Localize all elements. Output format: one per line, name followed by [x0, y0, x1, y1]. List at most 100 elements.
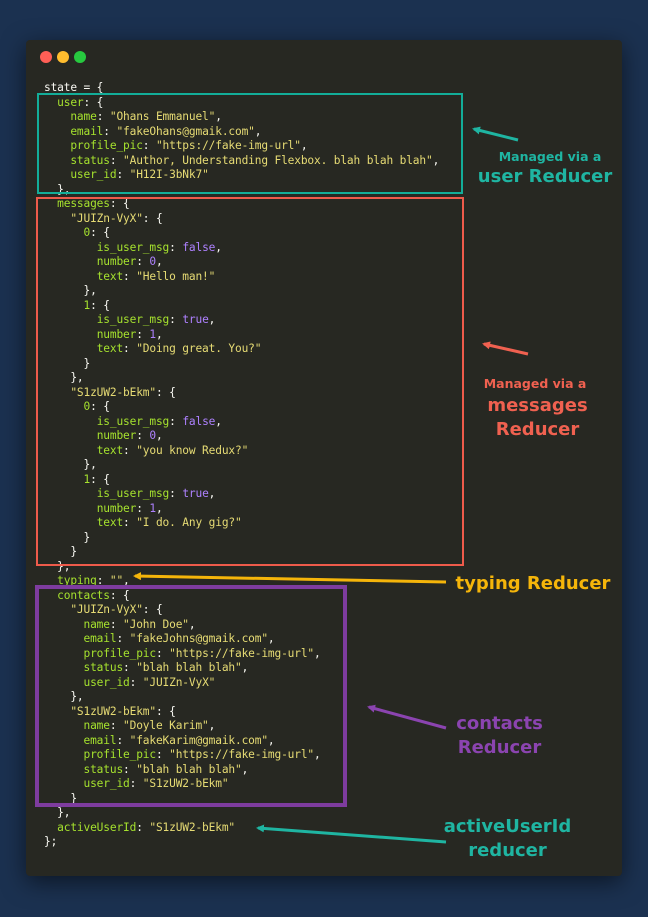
- code-token: user_id: [83, 675, 130, 689]
- code-token: :: [136, 501, 150, 515]
- code-token: : {: [90, 298, 110, 312]
- code-line: },: [44, 371, 439, 386]
- code-token: activeUserId: [57, 820, 137, 834]
- code-token: :: [136, 255, 150, 268]
- code-token: "Hello man!": [136, 269, 216, 283]
- contacts-arrow: [367, 704, 447, 730]
- code-token: ,: [241, 762, 249, 776]
- active-user-arrow: [256, 824, 447, 844]
- code-token: number: [96, 429, 137, 442]
- code-line: },: [44, 806, 439, 821]
- code-line: number: 0,: [44, 429, 439, 444]
- code-line: contacts: {: [44, 589, 439, 604]
- code-token: : {: [155, 385, 176, 399]
- code-token: "blah blah blah": [136, 762, 242, 776]
- code-token: "https://fake-img-url": [169, 748, 315, 761]
- code-token: :: [123, 661, 137, 674]
- code-token: status: [83, 762, 124, 776]
- code-token: email: [70, 124, 104, 138]
- code-token: profile_pic: [70, 139, 143, 152]
- code-token: :: [169, 414, 183, 428]
- code-token: "https://fake-img-url": [155, 139, 301, 152]
- code-token: :: [155, 646, 170, 660]
- code-token: : {: [90, 472, 110, 486]
- code-token: "H12I-3bNk7": [129, 168, 209, 181]
- code-token: ,: [314, 748, 321, 761]
- messages-annotation-title: messages: [487, 395, 588, 416]
- user-arrow: [472, 126, 519, 142]
- code-line: email: "fakeOhans@gmaik.com",: [44, 125, 439, 140]
- code-token: : {: [90, 226, 110, 239]
- code-token: ,: [314, 646, 321, 660]
- code-token: ,: [188, 617, 196, 631]
- code-token: user_id: [83, 777, 130, 790]
- code-line: number: 0,: [44, 255, 439, 270]
- code-token: is_user_msg: [96, 414, 170, 428]
- code-token: }: [44, 530, 91, 544]
- code-line: }: [44, 357, 439, 372]
- code-token: : {: [109, 197, 130, 210]
- code-line: profile_pic: "https://fake-img-url",: [44, 748, 439, 763]
- code-token: false: [182, 240, 216, 254]
- code-token: ,: [215, 240, 222, 254]
- code-line: status: "blah blah blah",: [44, 661, 439, 676]
- code-line: }: [44, 792, 439, 807]
- code-token: ,: [267, 733, 275, 747]
- code-token: "John Doe": [123, 617, 189, 631]
- code-token: user: [57, 95, 84, 109]
- code-line: 1: {: [44, 299, 439, 314]
- code-token: "S1zUW2-bEkm": [149, 820, 235, 834]
- code-token: "S1zUW2-bEkm": [70, 704, 156, 718]
- code-line: text: "I do. Any gig?": [44, 516, 439, 531]
- code-token: : {: [142, 603, 163, 616]
- messages-annotation-title-2: Reducer: [495, 419, 580, 440]
- code-line: status: "blah blah blah",: [44, 763, 439, 778]
- user-annotation-subtitle: Managed via a: [498, 149, 602, 164]
- code-token: "Doing great. You?": [136, 342, 262, 355]
- code-token: :: [129, 777, 143, 790]
- code-line: profile_pic: "https://fake-img-url",: [44, 139, 439, 154]
- messages-annotation-subtitle: Managed via a: [483, 376, 587, 391]
- code-line: state = {: [44, 81, 439, 96]
- code-line: is_user_msg: true,: [44, 487, 439, 502]
- code-token: email: [83, 632, 117, 645]
- window-minimize-button[interactable]: [57, 51, 69, 63]
- contacts-annotation-title: contacts: [456, 713, 543, 734]
- code-token: status: [83, 661, 124, 674]
- typing-arrow: [133, 572, 447, 584]
- code-token: email: [83, 733, 117, 747]
- window-maximize-button[interactable]: [74, 51, 86, 63]
- code-token: :: [155, 748, 170, 761]
- code-line: is_user_msg: false,: [44, 241, 439, 256]
- code-token: name: [70, 110, 97, 123]
- code-token: ,: [254, 124, 262, 138]
- code-token: ,: [155, 327, 163, 341]
- code-line: name: "John Doe",: [44, 618, 439, 633]
- code-token: :: [109, 153, 124, 167]
- code-token: 0: [83, 226, 91, 239]
- code-line: typing: "",: [44, 574, 439, 589]
- code-token: ,: [241, 661, 249, 674]
- window-close-button[interactable]: [40, 51, 52, 63]
- code-token: typing: [57, 574, 97, 587]
- code-token: state = {: [44, 81, 104, 94]
- code-line: 0: {: [44, 226, 439, 241]
- code-token: :: [136, 820, 150, 834]
- code-token: profile_pic: [83, 748, 157, 761]
- code-line: }: [44, 545, 439, 560]
- code-line: },: [44, 690, 439, 705]
- code-token: "fakeKarim@gmaik.com": [129, 733, 268, 747]
- contacts-annotation-title-2: Reducer: [457, 737, 542, 758]
- code-token: "Doyle Karim": [123, 719, 209, 732]
- code-token: };: [44, 835, 58, 848]
- code-line: 0: {: [44, 400, 439, 415]
- code-line: is_user_msg: false,: [44, 415, 439, 430]
- code-token: 0: [149, 429, 156, 442]
- code-token: :: [136, 429, 150, 442]
- code-token: "S1zUW2-bEkm": [70, 385, 156, 399]
- code-token: "blah blah blah": [136, 661, 242, 674]
- code-token: :: [123, 443, 137, 457]
- active-user-annotation-title: activeUserId: [443, 816, 572, 837]
- code-token: text: [96, 443, 124, 457]
